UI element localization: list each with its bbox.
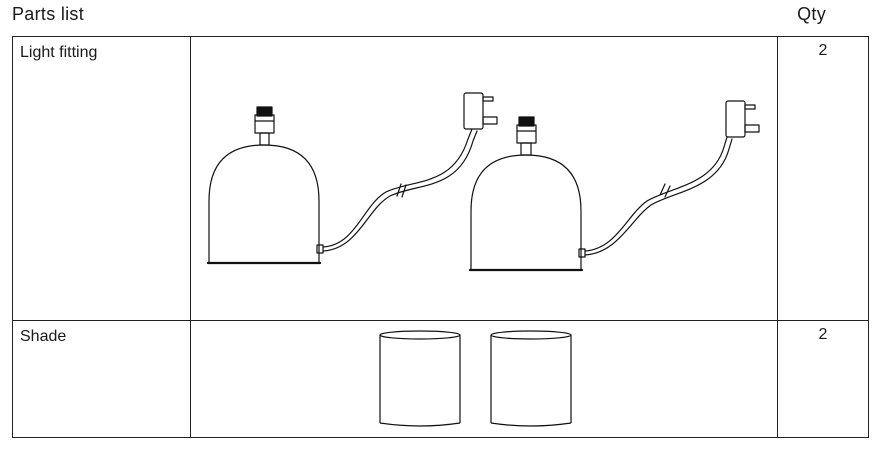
parts-table: Light fitting — [12, 36, 869, 438]
part-illustration-cell — [190, 36, 778, 321]
parts-list-header: Parts list Qty — [12, 4, 828, 28]
part-name-cell: Shade — [12, 320, 191, 438]
qty-column-header: Qty — [797, 4, 826, 24]
lamp-base-icon — [206, 106, 324, 265]
lamp-base-icon — [468, 116, 586, 272]
table-row-light-fitting: Light fitting — [12, 36, 869, 321]
plug-icon — [725, 100, 760, 138]
part-qty-light-fitting: 2 — [818, 42, 828, 59]
part-qty-cell: 2 — [777, 36, 869, 321]
part-qty-cell: 2 — [777, 320, 869, 438]
part-qty-shade: 2 — [818, 326, 828, 343]
light-fitting-illustration — [206, 92, 760, 272]
part-name-light-fitting: Light fitting — [20, 44, 98, 61]
cylindrical-shade-icon — [490, 330, 572, 427]
plug-icon — [463, 92, 498, 130]
power-cord-icon — [584, 136, 733, 256]
power-cord-icon — [322, 128, 478, 252]
cylindrical-shade-icon — [379, 330, 461, 427]
part-illustration-cell — [190, 320, 778, 438]
part-name-shade: Shade — [20, 328, 67, 345]
table-row-shade: Shade — [12, 320, 869, 438]
shade-illustration — [379, 330, 572, 427]
parts-list-title: Parts list — [12, 4, 85, 24]
part-name-cell: Light fitting — [12, 36, 191, 321]
